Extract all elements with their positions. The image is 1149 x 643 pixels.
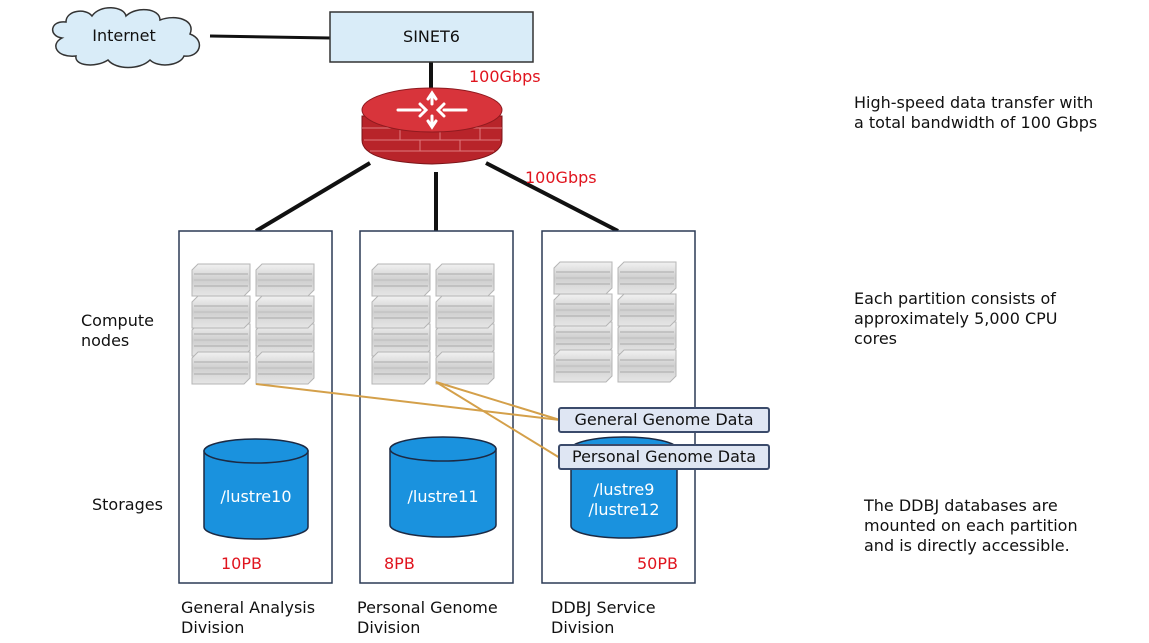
sinet-label: SINET6 (403, 27, 460, 46)
division-name: General Analysis Division (181, 598, 316, 637)
transfer-note: High-speed data transfer with a total ba… (854, 93, 1098, 132)
general-data-link (435, 381, 561, 421)
personal-data-link (435, 381, 561, 459)
internet-sinet-link (209, 34, 331, 40)
internet-label: Internet (92, 26, 156, 45)
capacity-label: 10PB (221, 554, 262, 573)
storages-label: Storages (92, 495, 163, 514)
bandwidth-label-right: 100Gbps (525, 168, 597, 187)
bandwidth-label-top: 100Gbps (469, 67, 541, 86)
router-partition1-link (254, 161, 372, 233)
internet-cloud-icon (52, 7, 201, 69)
compute-nodes-label: Compute nodes (81, 311, 154, 350)
storage-label: /lustre10 (220, 487, 292, 506)
storage-cylinder-icon (203, 438, 309, 540)
sinet-box (329, 11, 534, 63)
division-name: Personal Genome Division (357, 598, 498, 637)
router-partition3-link (485, 161, 619, 233)
general-genome-data-tag: General Genome Data (558, 407, 770, 433)
firewall-router-icon (361, 87, 503, 165)
partition-note: Each partition consists of approximately… (854, 289, 1058, 348)
personal-genome-data-tag: Personal Genome Data (558, 444, 770, 470)
storage-label: /lustre9 /lustre12 (588, 480, 660, 519)
capacity-label: 50PB (637, 554, 678, 573)
general-data-link (255, 383, 561, 421)
storage-label: /lustre11 (407, 487, 479, 506)
capacity-label: 8PB (384, 554, 415, 573)
division-name: DDBJ Service Division (551, 598, 656, 637)
storage-cylinder-icon (389, 436, 497, 538)
ddbj-note: The DDBJ databases are mounted on each p… (864, 496, 1078, 555)
